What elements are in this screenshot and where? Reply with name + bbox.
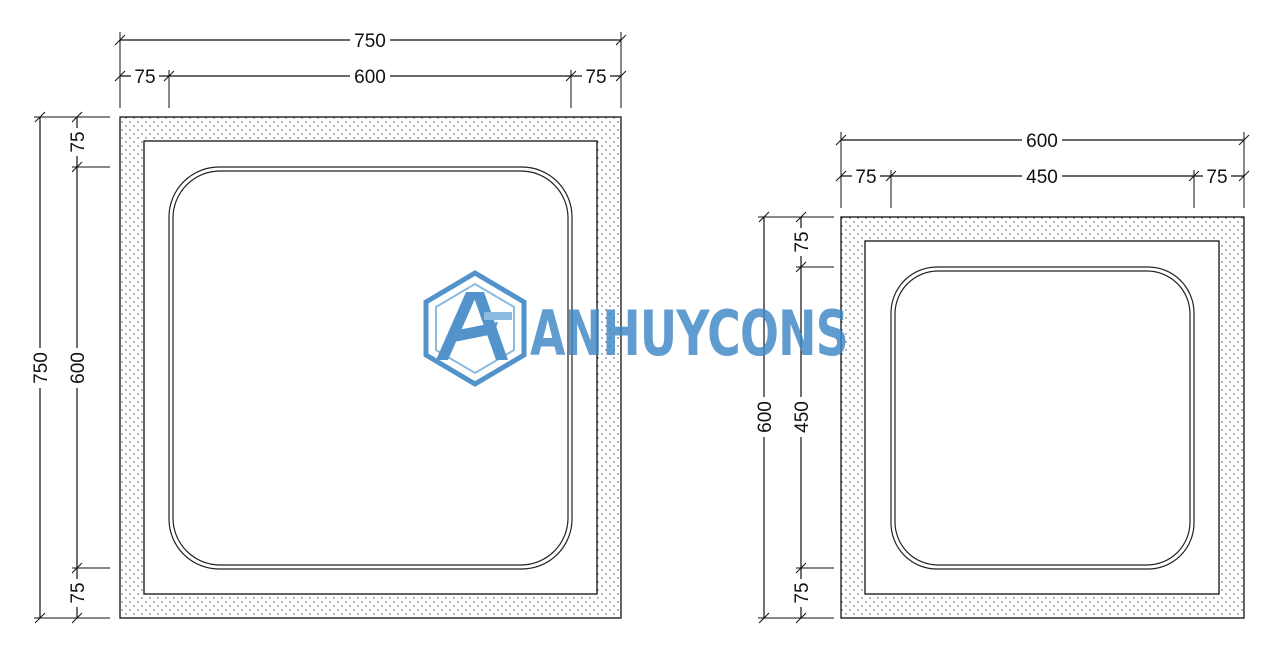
right-side-mid-label: 450 xyxy=(792,401,813,433)
left-side-mid-label: 600 xyxy=(68,352,89,384)
left-top-total-label: 750 xyxy=(354,31,386,52)
tick-mark xyxy=(835,170,847,182)
right-top-total-label: 600 xyxy=(1026,131,1058,152)
tick-mark xyxy=(71,562,83,574)
tick-mark xyxy=(615,34,627,46)
right-side-top-label: 75 xyxy=(792,231,813,252)
tick-mark xyxy=(795,261,807,273)
tick-mark xyxy=(114,34,126,46)
hexagon-logo-icon xyxy=(423,270,527,387)
tick-mark xyxy=(71,161,83,173)
tick-mark xyxy=(1238,170,1250,182)
left-top-left-label: 75 xyxy=(134,67,155,88)
right-basin-inner-outline xyxy=(894,270,1191,566)
tick-mark xyxy=(565,70,577,82)
right-side-bottom-label: 75 xyxy=(792,582,813,603)
left-basin-inner-outline xyxy=(172,170,569,566)
right-top-right-label: 75 xyxy=(1206,167,1227,188)
left-top-dimensions: 750 75 600 75 xyxy=(114,28,627,108)
watermark-logo: ANHUYCONS xyxy=(423,270,849,387)
right-top-dimensions: 600 75 450 75 xyxy=(835,128,1250,208)
tick-mark xyxy=(758,612,770,624)
tick-mark xyxy=(163,70,175,82)
left-side-top-label: 75 xyxy=(68,131,89,152)
left-manhole-drawing xyxy=(119,116,622,619)
tick-mark xyxy=(1238,134,1250,146)
tick-mark xyxy=(1188,170,1200,182)
right-side-total-label: 600 xyxy=(755,401,776,433)
tick-mark xyxy=(615,70,627,82)
tick-mark xyxy=(71,612,83,624)
left-side-bottom-label: 75 xyxy=(68,582,89,603)
right-top-left-label: 75 xyxy=(855,167,876,188)
tick-mark xyxy=(835,134,847,146)
tick-mark xyxy=(795,612,807,624)
left-side-dimensions: 750 75 600 75 xyxy=(29,111,110,624)
left-top-right-label: 75 xyxy=(585,67,606,88)
tick-mark xyxy=(795,562,807,574)
left-side-total-label: 750 xyxy=(31,352,52,384)
tick-mark xyxy=(71,111,83,123)
tick-mark xyxy=(758,211,770,223)
right-side-dimensions: 600 75 450 75 xyxy=(753,211,834,624)
left-top-mid-label: 600 xyxy=(354,67,386,88)
tick-mark xyxy=(114,70,126,82)
tick-mark xyxy=(34,111,46,123)
tick-mark xyxy=(885,170,897,182)
right-manhole-drawing xyxy=(840,216,1245,619)
watermark-brand-text: ANHUYCONS xyxy=(530,297,848,370)
tick-mark xyxy=(34,612,46,624)
right-top-mid-label: 450 xyxy=(1026,167,1058,188)
tick-mark xyxy=(795,211,807,223)
